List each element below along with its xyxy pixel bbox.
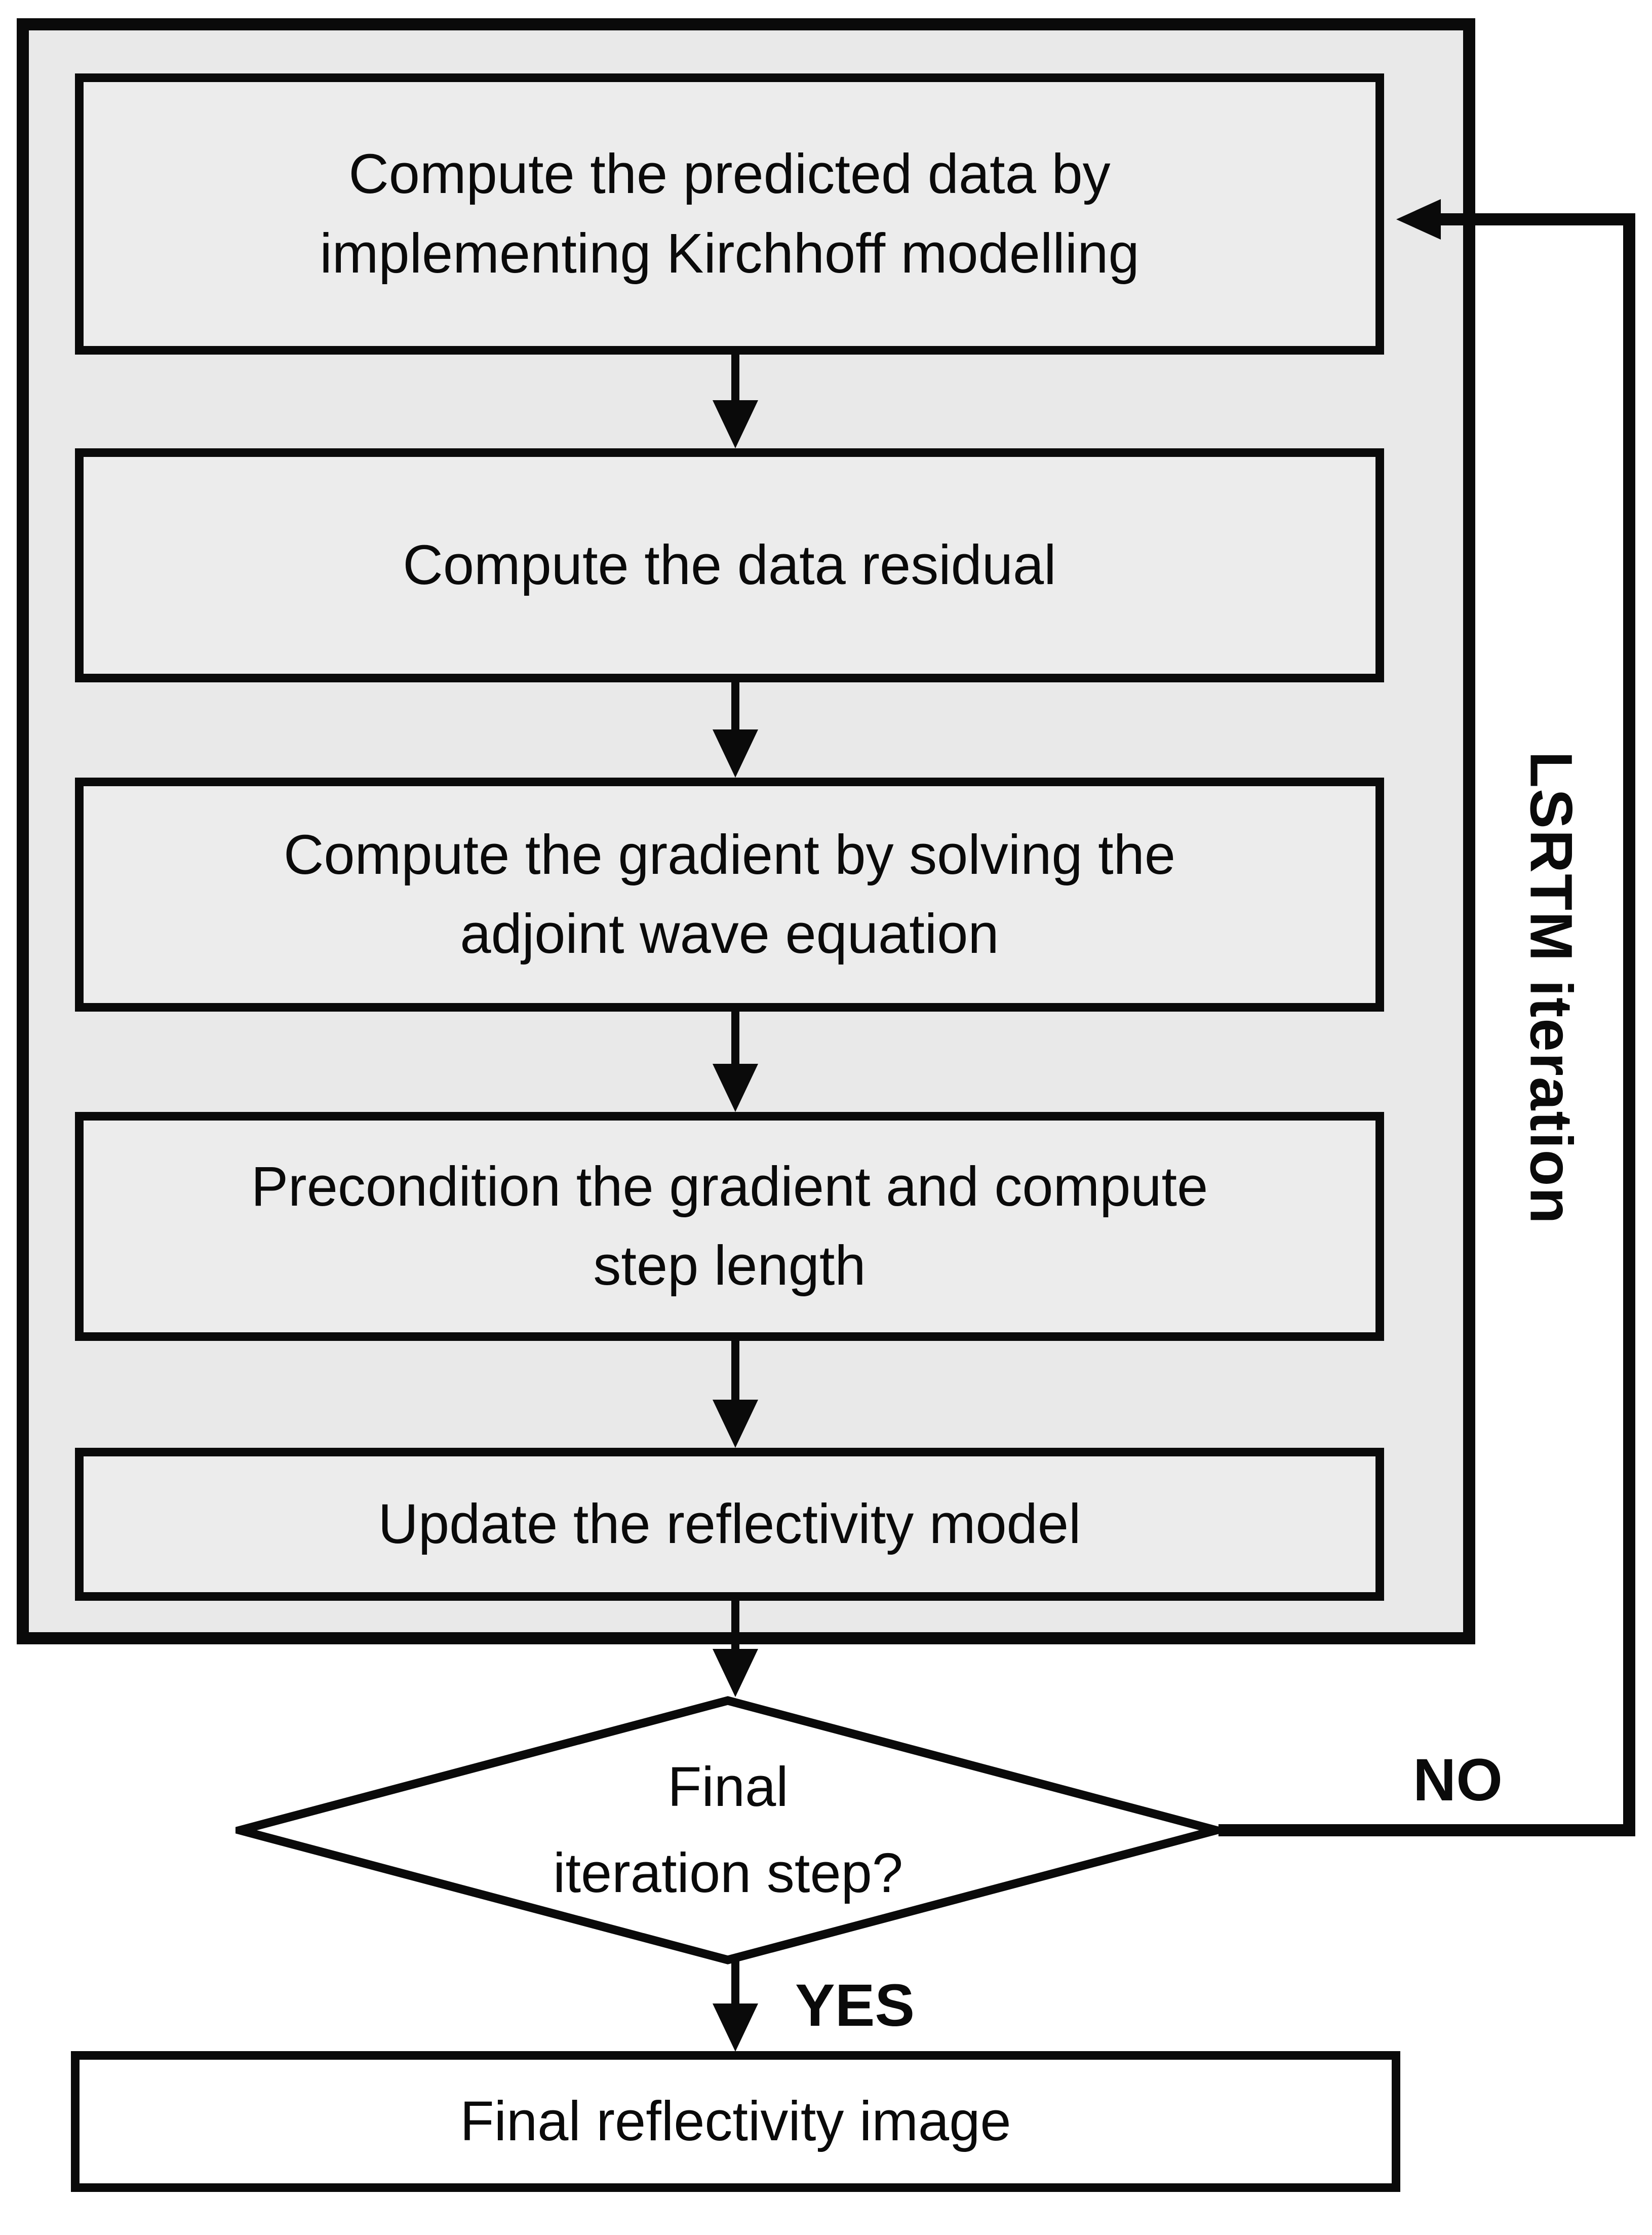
no-branch-line xyxy=(1218,1824,1635,1836)
flow-line-1 xyxy=(731,353,739,401)
arrowhead-down-icon xyxy=(713,2003,758,2052)
process-box-4-label: Precondition the gradient and compute st… xyxy=(251,1155,1208,1297)
arrowhead-down-icon xyxy=(713,1400,758,1448)
process-box-1: Compute the predicted data by implementi… xyxy=(75,73,1384,355)
arrowhead-down-icon xyxy=(713,1649,758,1697)
flow-line-2 xyxy=(731,680,739,730)
no-branch-label: NO xyxy=(1413,1747,1503,1814)
arrowhead-left-icon xyxy=(1396,199,1441,240)
terminal-box: Final reflectivity image xyxy=(71,2051,1400,2192)
process-box-4: Precondition the gradient and compute st… xyxy=(75,1112,1384,1341)
decision-label: Final iteration step? xyxy=(553,1755,903,1905)
flow-line-5 xyxy=(731,1599,739,1649)
flow-line-3 xyxy=(731,1010,739,1064)
process-box-3: Compute the gradient by solving the adjo… xyxy=(75,778,1384,1012)
arrowhead-down-icon xyxy=(713,1064,758,1112)
process-box-2: Compute the data residual xyxy=(75,448,1384,682)
yes-branch-label: YES xyxy=(795,1972,915,2039)
process-box-5: Update the reflectivity model xyxy=(75,1448,1384,1601)
process-box-1-label: Compute the predicted data by implementi… xyxy=(320,143,1139,285)
process-box-5-label: Update the reflectivity model xyxy=(378,1492,1081,1555)
loop-return-vertical-line xyxy=(1623,213,1635,1836)
arrowhead-down-icon xyxy=(713,729,758,778)
terminal-box-label: Final reflectivity image xyxy=(460,2090,1011,2152)
flow-line-4 xyxy=(731,1339,739,1401)
decision-diamond: Final iteration step? xyxy=(235,1696,1221,1964)
loop-iteration-label: LSRTM iteration xyxy=(1517,751,1585,1225)
flow-line-6 xyxy=(731,1961,739,2004)
process-box-2-label: Compute the data residual xyxy=(403,533,1056,596)
loop-return-top-line xyxy=(1441,213,1635,225)
diamond-shape-icon xyxy=(235,1696,1221,1964)
process-box-3-label: Compute the gradient by solving the adjo… xyxy=(283,823,1176,965)
arrowhead-down-icon xyxy=(713,400,758,448)
